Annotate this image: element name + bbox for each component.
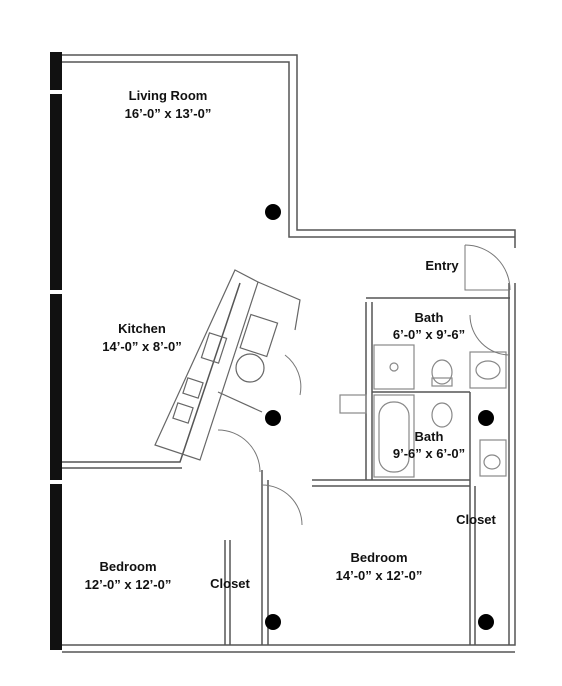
bath1-name: Bath (415, 310, 444, 325)
window-wall (50, 52, 62, 650)
column-bed-right (478, 614, 494, 630)
column-living (265, 204, 281, 220)
column-kitchen (265, 410, 281, 426)
closet-right-label: Closet (456, 512, 496, 527)
entry-label: Entry (425, 258, 459, 273)
bath2-dims: 9’-6” x 6’-0” (393, 446, 465, 461)
bath1-dims: 6’-0” x 9’-6” (393, 327, 465, 342)
kitchen-counters (154, 269, 301, 461)
bath2-fixtures (339, 394, 507, 478)
bedroom2-name: Bedroom (350, 550, 407, 565)
bedroom2-dims: 14’-0” x 12’-0” (336, 568, 423, 583)
kitchen-name: Kitchen (118, 321, 166, 336)
bath2-name: Bath (415, 429, 444, 444)
structural-columns (265, 204, 494, 630)
bedroom1-name: Bedroom (99, 559, 156, 574)
doors (217, 244, 511, 526)
column-bath (478, 410, 494, 426)
closet-left-label: Closet (210, 576, 250, 591)
bath1-fixtures (373, 344, 507, 390)
bedroom1-dims: 12’-0” x 12’-0” (85, 577, 172, 592)
living-room-name: Living Room (129, 88, 208, 103)
column-bed-left (265, 614, 281, 630)
living-room-dims: 16’-0” x 13’-0” (125, 106, 212, 121)
exterior-walls (62, 54, 516, 653)
kitchen-dims: 14’-0” x 8’-0” (102, 339, 182, 354)
